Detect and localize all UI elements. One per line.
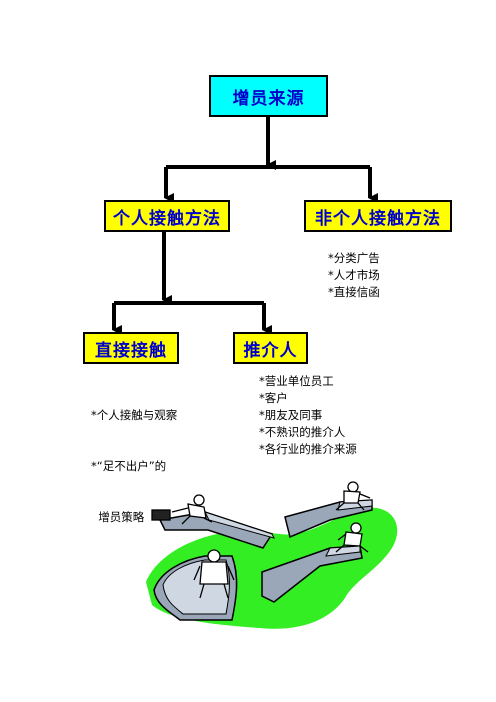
- direct-contact-list: *个人接触与观察 *“足不出户”的 增员策略: [91, 373, 177, 543]
- nonpersonal-contact-node: 非个人接触方法: [304, 200, 452, 232]
- walking-person-with-briefcase-icon: [151, 494, 213, 525]
- walking-person-right-icon: [335, 522, 369, 553]
- list-item: *个人接触与观察: [91, 408, 178, 422]
- direct-contact-label: 直接接触: [95, 340, 167, 361]
- list-item: *营业单位员工: [259, 374, 334, 388]
- list-item: *“足不出户”的: [91, 459, 167, 473]
- referral-source-list: *营业单位员工 *客户 *朋友及同事 *不熟识的推介人 *各行业的推介来源: [259, 373, 357, 458]
- referral-node: 推介人: [233, 332, 308, 364]
- referral-label: 推介人: [243, 340, 298, 361]
- list-item: *分类广告: [328, 251, 380, 265]
- nonpersonal-methods-list: *分类广告 *人才市场 *直接信函: [328, 250, 380, 301]
- root-node-label: 增员来源: [232, 88, 305, 109]
- list-item: *朋友及同事: [259, 408, 323, 422]
- personal-contact-label: 个人接触方法: [113, 208, 221, 229]
- list-item: *人才市场: [328, 268, 380, 282]
- list-item: *不熟识的推介人: [259, 425, 346, 439]
- list-item: *客户: [259, 391, 288, 405]
- list-item: *各行业的推介来源: [259, 442, 357, 456]
- list-item: *直接信函: [328, 285, 380, 299]
- root-node: 增员来源: [209, 75, 328, 117]
- walking-person-back-view-icon: [193, 549, 235, 599]
- direct-contact-node: 直接接触: [83, 332, 179, 364]
- personal-contact-node: 个人接触方法: [104, 200, 230, 232]
- nonpersonal-contact-label: 非个人接触方法: [315, 208, 441, 229]
- walking-person-top-right-icon: [335, 481, 371, 511]
- list-item: 增员策略: [91, 510, 145, 524]
